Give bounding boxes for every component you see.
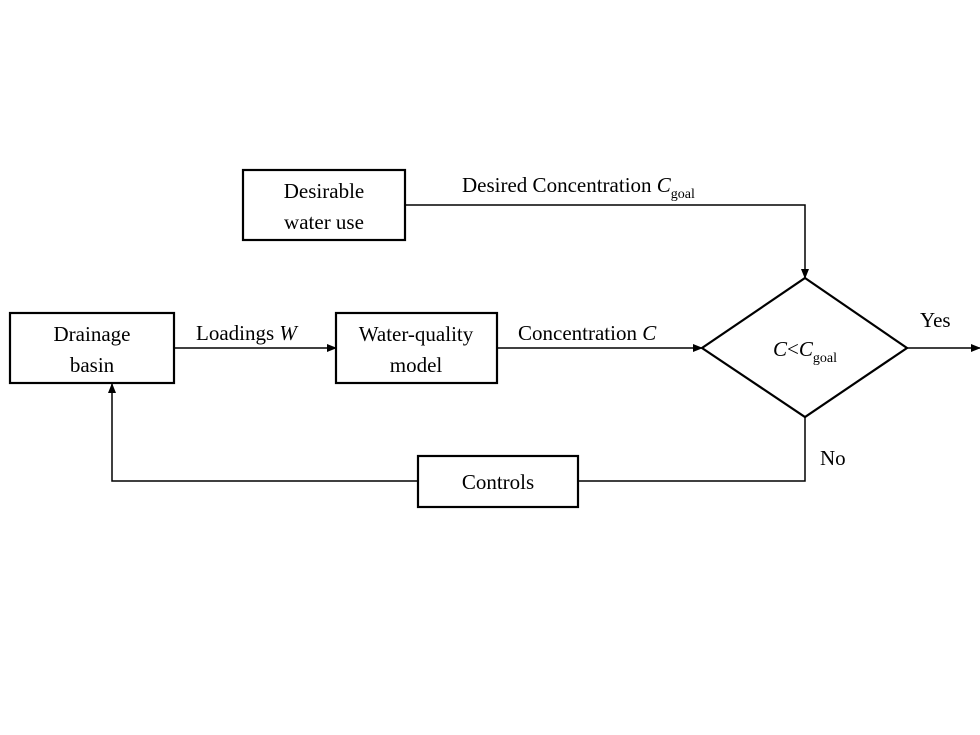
node-controls: Controls [416, 454, 580, 509]
node-water-quality-model-line2: model [390, 353, 443, 377]
decision-var: C [773, 337, 788, 361]
edge-label-yes: Yes [920, 308, 951, 332]
node-controls-label: Controls [462, 470, 534, 494]
loadings-var: W [279, 321, 299, 345]
node-decision: C<Cgoal [700, 276, 909, 419]
edge-label-loadings: Loadings W [196, 321, 299, 345]
node-water-quality-model: Water-quality model [334, 311, 499, 385]
node-desirable-water-use-line1: Desirable [284, 179, 364, 203]
edge-label-concentration: Concentration C [518, 321, 657, 345]
connector-desirable-to-decision [405, 204, 809, 279]
edge-label-desired-concentration: Desired Concentration Cgoal [462, 173, 695, 202]
decision-condition: C<Cgoal [773, 337, 837, 366]
loadings-text: Loadings [196, 321, 279, 345]
edge-label-no: No [820, 446, 846, 470]
concentration-text: Concentration [518, 321, 642, 345]
desired-concentration-subscript: goal [671, 187, 695, 202]
concentration-var: C [642, 321, 657, 345]
decision-operator: < [787, 337, 799, 361]
node-desirable-water-use-line2: water use [284, 210, 364, 234]
node-drainage-basin-line2: basin [70, 353, 115, 377]
node-desirable-water-use: Desirable water use [241, 168, 407, 242]
node-drainage-basin-line1: Drainage [54, 322, 131, 346]
node-drainage-basin: Drainage basin [8, 311, 176, 385]
decision-goal-var: C [799, 337, 814, 361]
node-water-quality-model-line1: Water-quality [359, 322, 474, 346]
decision-goal-subscript: goal [813, 351, 837, 366]
desired-concentration-var: C [657, 173, 672, 197]
connector-decision-to-controls [578, 417, 806, 482]
connector-controls-to-basin [108, 383, 418, 482]
desired-concentration-text: Desired Concentration [462, 173, 657, 197]
